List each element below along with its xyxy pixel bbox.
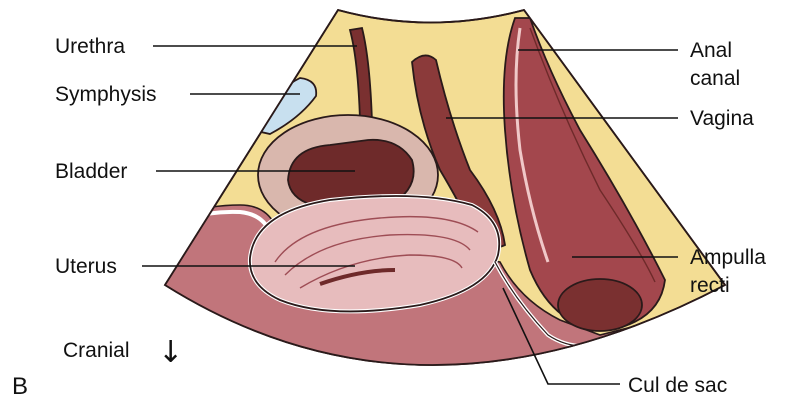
- label-vagina: Vagina: [690, 107, 754, 130]
- leader-cul-de-sac: [502, 287, 620, 385]
- scan-sector-border: [163, 8, 727, 366]
- label-anal-canal-line1: Anal: [690, 39, 732, 62]
- uterus-layer-3: [299, 254, 463, 289]
- label-urethra: Urethra: [55, 35, 125, 58]
- label-ampulla-line2: recti: [690, 274, 730, 297]
- label-anal-canal-line2: canal: [690, 67, 740, 90]
- vagina-structure: [411, 54, 506, 249]
- anal-canal-lumen: [514, 27, 550, 263]
- uterus-layer-1: [274, 215, 479, 263]
- label-uterus: Uterus: [55, 255, 117, 278]
- rectal-ampulla-content: [557, 278, 643, 332]
- uterus-cavity: [319, 268, 396, 286]
- orientation-label: Cranial: [63, 339, 130, 362]
- label-symphysis: Symphysis: [55, 83, 157, 106]
- orientation-arrow-icon: ↓: [158, 335, 183, 370]
- uterus-layer-2: [284, 233, 471, 276]
- label-cul-de-sac: Cul de sac: [628, 374, 727, 397]
- label-ampulla-line1: Ampulla: [690, 246, 766, 269]
- panel-letter: B: [12, 373, 28, 400]
- label-bladder: Bladder: [55, 160, 127, 183]
- uterus-outline: [249, 195, 501, 313]
